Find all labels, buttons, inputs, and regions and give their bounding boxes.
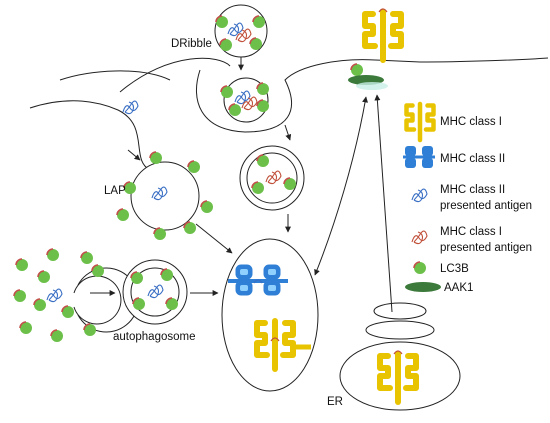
autophagosome-label: autophagosome <box>113 331 195 343</box>
arrow-lap-to-lysosome <box>195 223 233 254</box>
mhc-ii-antigen-icon <box>411 188 428 203</box>
legend-mhc-ii-label: MHC class II <box>440 153 505 165</box>
dribble-vesicle <box>214 4 268 58</box>
legend-mhc-i-label: MHC class I <box>440 116 502 128</box>
legend-lc3b-label: LC3B <box>440 263 469 275</box>
lysosome <box>221 238 319 392</box>
surface-mhc-class-i <box>365 8 401 60</box>
endosome <box>239 145 305 211</box>
aak1-icon <box>405 282 441 292</box>
phagocytic-cup <box>59 70 171 115</box>
legend: MHC class I MHC class II MHC class II pr… <box>403 104 532 294</box>
arrow-to-lap <box>127 149 141 161</box>
arrow-surface-lysosome <box>314 96 369 276</box>
lap-vesicle <box>116 151 214 241</box>
er-mhc-class-i <box>380 350 416 402</box>
dribble-endocytosed-vesicle <box>220 77 270 123</box>
autophagosome <box>122 259 188 325</box>
mhc-class-ii-complex <box>228 264 288 296</box>
arrow-er-to-surface <box>374 94 393 313</box>
mhc-class-ii-icon <box>403 146 435 168</box>
phagophore <box>13 248 139 343</box>
legend-ag2-line2: presented antigen <box>440 200 532 212</box>
lc3b-icon <box>413 261 427 275</box>
legend-ag1-line1: MHC class I <box>440 226 502 238</box>
surface-lc3b <box>350 63 364 77</box>
legend-ag1-line2: presented antigen <box>440 242 532 254</box>
lap-label: LAP <box>104 185 126 197</box>
legend-aak1-label: AAK1 <box>444 282 473 294</box>
er-label: ER <box>327 396 343 408</box>
mhc-i-antigen-icon <box>411 230 428 245</box>
mhc-class-i-complex <box>257 321 311 369</box>
mhc-class-i-icon <box>407 104 434 140</box>
dribble-label: DRibble <box>171 38 212 50</box>
arrow-to-endosome <box>284 124 292 141</box>
legend-ag2-line1: MHC class II <box>440 184 505 196</box>
